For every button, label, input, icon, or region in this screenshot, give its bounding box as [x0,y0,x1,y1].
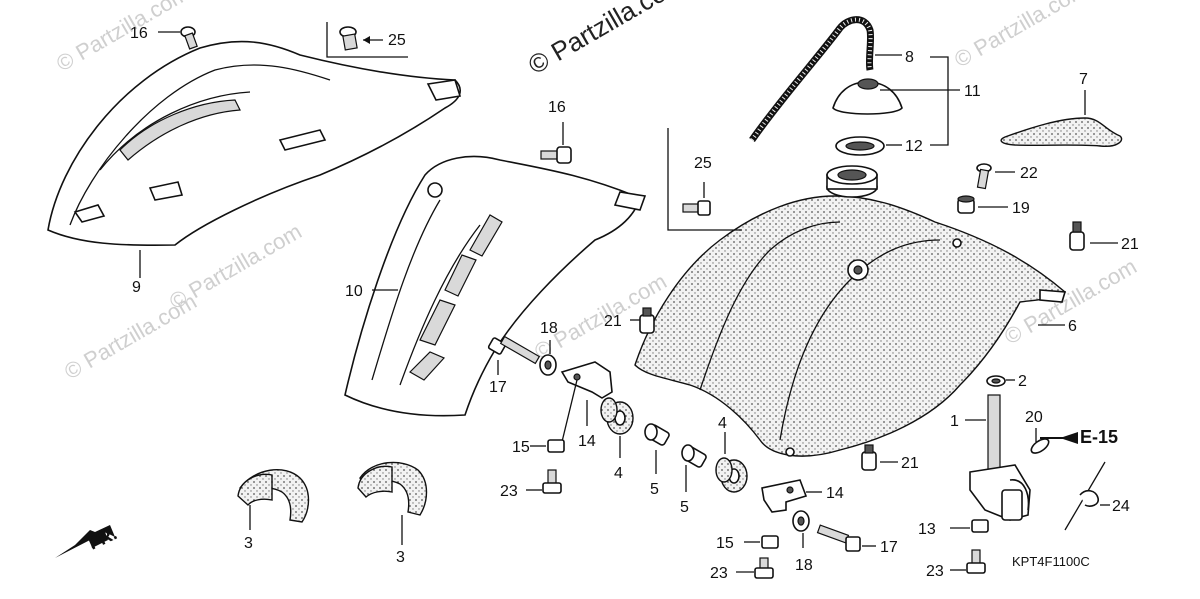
callout-17a: 17 [489,379,507,396]
callout-14a: 14 [578,433,596,450]
callout-18a: 18 [540,320,558,337]
part-4-rubber-left [600,397,634,458]
callout-bracket-8-12 [930,56,949,146]
callout-13: 13 [918,521,936,538]
callout-23a: 23 [500,483,518,500]
callout-4b: 4 [718,415,727,432]
part-20-filter [1030,428,1050,454]
callout-19: 19 [1012,200,1030,217]
part-10-right-shroud [344,155,647,417]
part-17-bolt-left [487,335,541,375]
callout-20: 20 [1025,409,1043,426]
callout-labels: 16 25 9 16 10 25 8 11 12 7 22 19 21 6 2 … [130,25,1139,582]
callout-23b: 23 [710,565,728,582]
part-13-nut [950,519,989,533]
part-16-bolt-top-left [158,26,198,50]
part-11-fuel-cap [832,78,960,115]
part-14-bracket-left [559,361,613,451]
part-22-bolt [976,163,1015,190]
callout-14b: 14 [826,485,844,502]
watermark-2: © Partzilla.com [950,0,1091,72]
part-5-collar-left [644,423,670,474]
callout-25b: 25 [694,155,712,172]
callout-3b: 3 [396,549,405,566]
callout-8: 8 [905,49,914,66]
part-15-nut-right [744,535,779,549]
part-18-washer-left [539,340,557,376]
part-1-fuel-valve [965,394,1031,521]
part-4-rubber-right [715,432,748,493]
part-6-fuel-tank [634,165,1067,457]
callout-12: 12 [905,138,923,155]
callout-21b: 21 [604,313,622,330]
part-21-clip-left [630,307,655,334]
callout-16a: 16 [130,25,148,42]
callout-2: 2 [1018,373,1027,390]
part-17-bolt-right [816,524,876,552]
part-9-left-shroud [47,40,462,278]
callout-3a: 3 [244,535,253,552]
callout-5b: 5 [680,499,689,516]
callout-15b: 15 [716,535,734,552]
callout-6: 6 [1068,318,1077,335]
reference-e15: E-15 [1040,427,1118,447]
part-16-bolt-mid [540,122,572,164]
front-direction-label: FR. [85,523,120,553]
callout-9: 9 [132,279,141,296]
callout-24: 24 [1112,498,1130,515]
callout-17b: 17 [880,539,898,556]
callout-16b: 16 [548,99,566,116]
callout-7: 7 [1079,71,1088,88]
part-2-washer [986,375,1015,387]
callout-11: 11 [964,83,981,100]
diagram-code: KPT4F1100C [1012,554,1090,569]
part-23-bolt-right [950,549,986,574]
part-5-collar-right [681,444,707,492]
callout-10: 10 [345,283,363,300]
callout-21c: 21 [901,455,919,472]
part-25-bolt-mid [667,128,742,231]
part-8-breather-tube [749,16,902,143]
callout-5a: 5 [650,481,659,498]
part-14-bracket-right [761,479,822,513]
part-3-pad-left [237,469,310,530]
callout-21a: 21 [1121,236,1139,253]
callout-18b: 18 [795,557,813,574]
part-24-clamp [1064,461,1110,531]
front-direction-arrow: FR. [55,523,120,558]
part-15-nut-left [530,439,565,453]
part-21-clip-bottom [861,444,898,471]
part-23-bolt-mid [736,557,774,579]
part-18-washer-right [792,510,810,548]
reference-label: E-15 [1080,427,1118,447]
part-12-cap-gasket [835,136,902,156]
part-23-bolt-left [526,469,562,494]
watermark-main: © Partzilla.com [523,0,690,80]
callout-22: 22 [1020,165,1038,182]
part-21-clip-top-right [1069,221,1118,251]
part-19-grommet [957,195,1008,214]
callout-4a: 4 [614,465,623,482]
part-3-pad-right [357,461,428,545]
part-7-tank-pad [1000,90,1123,148]
callout-1: 1 [950,413,959,430]
callout-25a: 25 [388,32,406,49]
callout-23c: 23 [926,563,944,580]
callout-15a: 15 [512,439,530,456]
part-25-bolt-top [326,22,408,58]
